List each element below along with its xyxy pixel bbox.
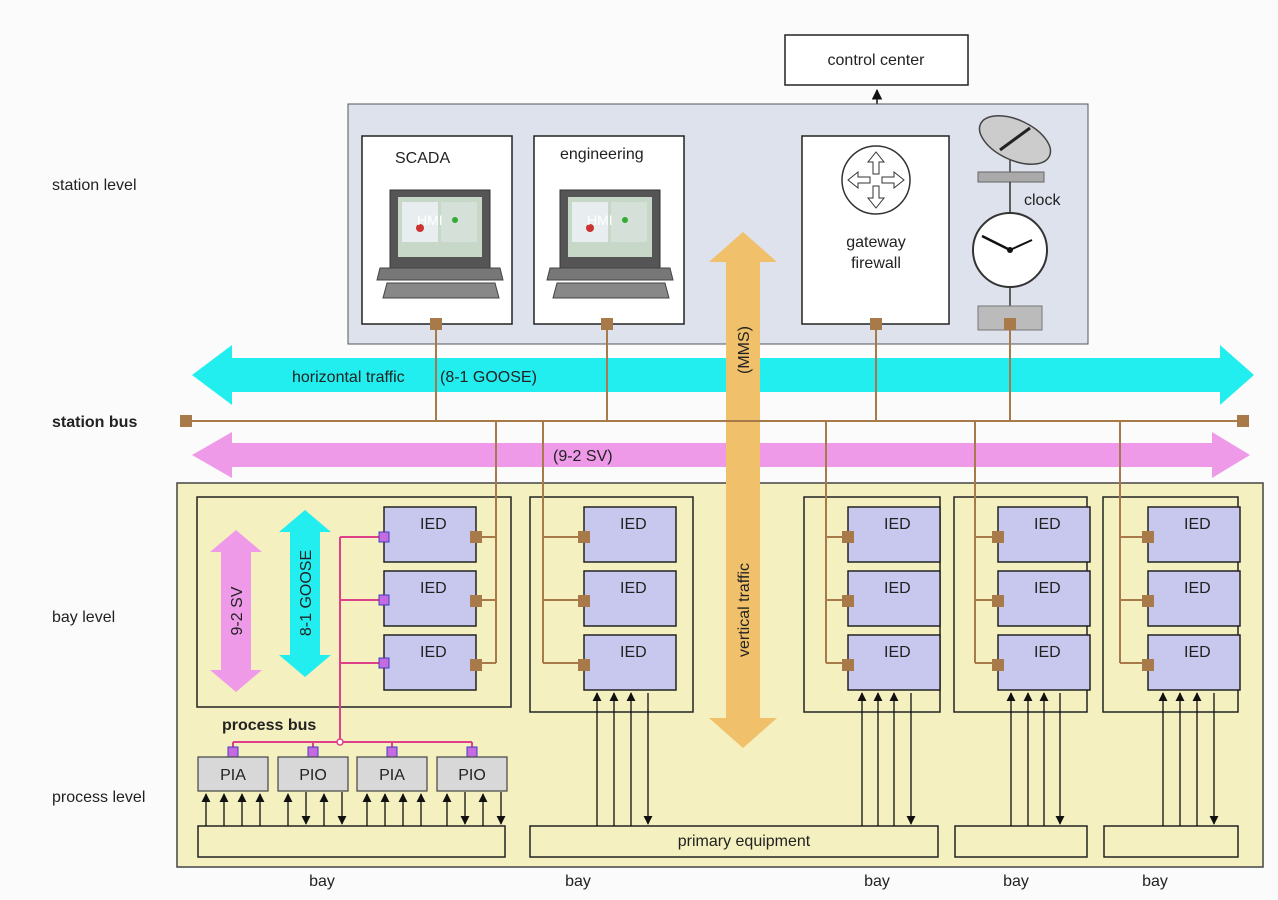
- horizontal-traffic-label: horizontal traffic: [292, 369, 405, 386]
- primary-equipment-bar-2: [529, 825, 939, 858]
- firewall-label: firewall: [851, 255, 901, 272]
- engineering-computer-icon: HMI: [546, 189, 674, 299]
- process-unit-box: [436, 756, 508, 792]
- primary-equipment-bar-4: [1103, 825, 1239, 858]
- clock-label: clock: [1024, 192, 1061, 209]
- sv-traffic-label: (9-2 SV): [553, 448, 613, 465]
- ied-bus-port: [1142, 595, 1154, 607]
- ied-label: IED: [1184, 516, 1211, 533]
- svg-text:HMI: HMI: [417, 212, 443, 228]
- ied-label: IED: [1184, 580, 1211, 597]
- control-center-label: control center: [828, 52, 926, 69]
- process-unit-label: PIO: [299, 767, 327, 784]
- primary-equipment-label: primary equipment: [678, 833, 811, 850]
- primary-equipment-bar-1: [197, 825, 506, 858]
- signal-arrows: [201, 692, 1219, 826]
- bay-sv-arrow: [210, 530, 262, 692]
- process-unit-box: [197, 756, 269, 792]
- ied-label: IED: [620, 644, 647, 661]
- ied-box: [847, 634, 941, 691]
- primary-equipment-bar-3: [954, 825, 1088, 858]
- ied-box: [997, 506, 1091, 563]
- process-bus-ports: [227, 531, 478, 758]
- svg-text:HMI: HMI: [587, 212, 613, 228]
- ied-box: [383, 506, 477, 563]
- ied-label: IED: [420, 580, 447, 597]
- bus-terminals: [180, 318, 1249, 427]
- ied-bus-port: [992, 531, 1004, 543]
- ied-bus-port: [578, 595, 590, 607]
- sv-traffic-arrow: [192, 432, 1250, 478]
- ied-box: [847, 506, 941, 563]
- ied-label: IED: [884, 516, 911, 533]
- ied-box: [583, 634, 677, 691]
- ied-box: [383, 570, 477, 627]
- process-unit-label: PIA: [220, 767, 246, 784]
- ied-label: IED: [1034, 644, 1061, 661]
- goose-traffic-label: (8-1 GOOSE): [440, 369, 537, 386]
- ied-bus-port: [842, 659, 854, 671]
- process-level-label: process level: [52, 789, 145, 806]
- ied-label: IED: [1034, 516, 1061, 533]
- bay-label: bay: [1142, 873, 1168, 890]
- ied-box: [1147, 570, 1241, 627]
- ied-label: IED: [620, 580, 647, 597]
- process-bus-lines: [232, 536, 473, 752]
- station-level-label: station level: [52, 177, 137, 194]
- vertical-traffic-label: vertical traffic: [736, 563, 753, 657]
- ied-bus-port: [470, 659, 482, 671]
- bay-sv-label: 9-2 SV: [229, 586, 246, 635]
- engineering-label: engineering: [560, 146, 644, 163]
- process-unit-label: PIO: [458, 767, 486, 784]
- ied-bus-port: [992, 659, 1004, 671]
- bay-labels: bay bay bay bay bay: [309, 873, 1168, 890]
- process-unit-label: PIA: [379, 767, 405, 784]
- ied-bus-port: [1142, 531, 1154, 543]
- process-units: PIA PIO PIA PIO: [197, 756, 508, 792]
- ied-bus-port: [992, 595, 1004, 607]
- ied-bus-port: [842, 531, 854, 543]
- ied-label: IED: [620, 516, 647, 533]
- ied-bus-port: [578, 659, 590, 671]
- clock-icon: [972, 212, 1048, 288]
- ied-label: IED: [1034, 580, 1061, 597]
- ied-box: [583, 506, 677, 563]
- process-bus-node: [336, 738, 344, 746]
- ied-bus-port: [470, 531, 482, 543]
- satellite-dish-icon: [977, 115, 1052, 183]
- control-center-box: [784, 34, 969, 86]
- bay-goose-arrow: [279, 510, 331, 677]
- bay-label: bay: [309, 873, 335, 890]
- bay-level-label: bay level: [52, 609, 115, 626]
- bay-label: bay: [565, 873, 591, 890]
- bay-label: bay: [1003, 873, 1029, 890]
- ied-bus-port: [842, 595, 854, 607]
- process-unit-box: [277, 756, 349, 792]
- horizontal-traffic-arrow: [192, 345, 1254, 405]
- ied-box: [997, 570, 1091, 627]
- station-bus-label: station bus: [52, 414, 137, 431]
- process-bus-label: process bus: [222, 717, 316, 734]
- ied-label: IED: [1184, 644, 1211, 661]
- ied-label: IED: [884, 644, 911, 661]
- bay-goose-label: 8-1 GOOSE: [298, 550, 315, 636]
- ied-label: IED: [884, 580, 911, 597]
- scada-computer-icon: HMI: [376, 189, 504, 299]
- mms-label: (MMS): [736, 326, 753, 374]
- ied-bus-port: [1142, 659, 1154, 671]
- ied-bus-port: [578, 531, 590, 543]
- ied-box: [583, 570, 677, 627]
- vertical-traffic-arrow: [709, 232, 777, 748]
- scada-label: SCADA: [395, 150, 450, 167]
- ied-group: IED IED IED IED IED IED IED IED IED IED IED IED IED I…: [383, 506, 1241, 691]
- ied-label: IED: [420, 644, 447, 661]
- bay-label: bay: [864, 873, 890, 890]
- gateway-label: gateway: [846, 234, 906, 251]
- ied-label: IED: [420, 516, 447, 533]
- process-unit-box: [356, 756, 428, 792]
- ied-bus-port: [470, 595, 482, 607]
- ied-box: [997, 634, 1091, 691]
- router-icon: [841, 145, 911, 215]
